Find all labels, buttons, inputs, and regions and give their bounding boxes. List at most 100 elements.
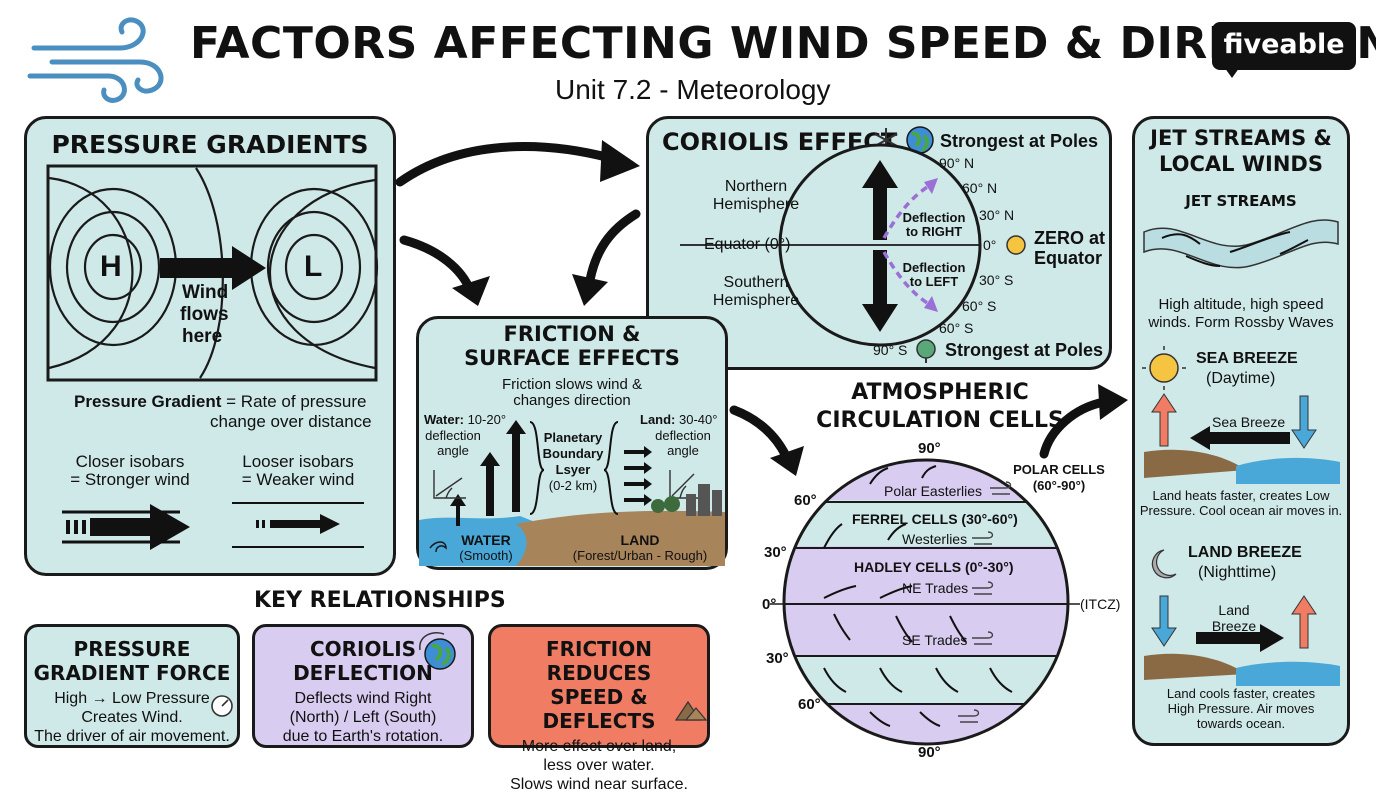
lat-0: 0°: [983, 237, 997, 253]
looser-isobars-line1: Looser isobars: [242, 452, 354, 471]
key-card-pressure-title-1: PRESSURE: [73, 637, 191, 661]
sun-icon: [1006, 235, 1026, 255]
equator-label: Equator (0°): [704, 236, 791, 253]
jet-heading: JET STREAMS: [1185, 192, 1297, 210]
land-deflection-2: deflection: [655, 428, 711, 443]
key-card-pressure-line-3: The driver of air movement.: [34, 728, 230, 745]
closer-isobars-line2: = Stronger wind: [70, 470, 190, 489]
high-pressure-label: H: [100, 250, 122, 283]
jet-text-2: winds. Form Rossby Waves: [1148, 314, 1334, 331]
key-card-coriolis-line-1: Deflects wind Right: [294, 690, 432, 707]
fiveable-logo: fiveable: [1212, 22, 1356, 70]
decor-layer: [27, 17, 164, 103]
pressure-definition: Pressure Gradient = Rate of pressure: [74, 392, 366, 412]
jet-text-1: High altitude, high speed: [1158, 296, 1324, 313]
circulation-title-2: CIRCULATION CELLS: [816, 408, 1064, 433]
deflection-right-2: to RIGHT: [905, 224, 963, 239]
lat-60n: 60° N: [962, 180, 998, 196]
pbl-1: Planetary: [543, 430, 603, 445]
friction-diagram: [419, 420, 725, 566]
hadley-cells: HADLEY CELLS (0°-30°): [854, 559, 1014, 575]
friction-subtitle-2: changes direction: [513, 392, 631, 409]
wind-swirl-icons: [958, 481, 1012, 723]
zero-equator-1: ZERO at: [1034, 228, 1106, 248]
polar-cells-2: (60°-90°): [1032, 478, 1086, 493]
key-card-friction-line-3: Slows wind near surface.: [510, 776, 688, 793]
friction-title-2: SURFACE EFFECTS: [464, 346, 680, 370]
land-breeze-arrow-label-1: Land: [1218, 602, 1250, 618]
land-text-3: towards ocean.: [1196, 716, 1286, 731]
land-deflection-label: Land: 30-40°: [640, 412, 717, 427]
key-card-friction-line-1: More effect over land,: [521, 738, 677, 755]
itcz-label: (ITCZ): [1080, 596, 1121, 612]
zero-equator-2: Equator: [1034, 248, 1103, 268]
strong-wind-arrow: [62, 504, 190, 550]
key-card-pressure: PRESSURE GRADIENT FORCE High → Low Press…: [24, 624, 240, 748]
water-deflection-term: Water:: [424, 412, 464, 427]
sea-text-1: Land heats faster, creates Low: [1152, 488, 1330, 503]
lat-60s-a: 60° S: [962, 298, 997, 314]
friction-subtitle-1: Friction slows wind &: [501, 376, 643, 393]
lat-60s-b: 60° S: [939, 320, 974, 336]
logo-tail: [1222, 64, 1242, 78]
strongest-poles-bottom: Strongest at Poles: [945, 340, 1104, 360]
globe-stand-icon: [916, 339, 936, 363]
sea-breeze-heading: SEA BREEZE: [1196, 350, 1298, 367]
polar-cells-1: POLAR CELLS: [1013, 462, 1105, 477]
southern-hemisphere-2: Hemisphere: [712, 292, 800, 309]
cell-lat-60-top: 60°: [794, 492, 817, 509]
ne-trades: NE Trades: [902, 580, 969, 596]
key-card-pressure-title-2: GRADIENT FORCE: [33, 661, 231, 685]
pressure-panel-title: PRESSURE GRADIENTS: [51, 130, 369, 159]
wind-icon: [27, 17, 164, 103]
circulation-globe: [770, 458, 1080, 746]
key-card-coriolis-line-2: (North) / Left (South): [289, 709, 437, 726]
weak-wind-arrow: [232, 502, 364, 548]
rotating-earth-icon: [419, 632, 456, 670]
land-deflection-3: angle: [667, 443, 699, 458]
lat-90n: 90° N: [939, 155, 975, 171]
sun-icon: [1142, 346, 1186, 390]
sea-breeze-time: (Daytime): [1206, 370, 1276, 387]
strongest-poles-top: Strongest at Poles: [940, 131, 1099, 151]
land-breeze-arrow-label-2: Breeze: [1211, 618, 1257, 634]
jet-stream-diagram: [1142, 219, 1340, 686]
key-card-coriolis-title-1: CORIOLIS: [309, 637, 417, 661]
key-card-friction-title-1: FRICTION REDUCES: [545, 637, 652, 685]
land-deflection-range: 30-40°: [675, 412, 718, 427]
northern-hemisphere-2: Hemisphere: [712, 196, 800, 213]
cell-lat-0: 0°: [762, 596, 777, 613]
wind-flow-label-3: here: [182, 326, 223, 347]
land-text-1: Land cools faster, creates: [1166, 686, 1316, 701]
land-breeze-heading: LAND BREEZE: [1188, 544, 1302, 561]
land-bottom-2: (Forest/Urban - Rough): [572, 548, 708, 563]
land-text-2: High Pressure. Air moves: [1167, 701, 1315, 716]
closer-isobars-line1: Closer isobars: [75, 452, 185, 471]
cell-lat-30-top: 30°: [764, 544, 787, 561]
moon-icon: [1151, 549, 1177, 579]
deflection-left-1: Deflection: [902, 260, 966, 275]
gauge-icon: [211, 695, 233, 717]
sea-text-2: Pressure. Cool ocean air moves in.: [1139, 503, 1343, 518]
sea-breeze-arrow-label: Sea Breeze: [1212, 414, 1286, 430]
deflection-left-2: to LEFT: [909, 274, 959, 289]
land-breeze-time: (Nighttime): [1198, 564, 1277, 581]
water-deflection-3: angle: [437, 443, 469, 458]
pbl-3: Lsyer: [555, 462, 591, 477]
se-trades: SE Trades: [902, 632, 968, 648]
wind-flow-label-2: flows: [180, 304, 229, 325]
circulation-title-1: ATMOSPHERIC: [851, 380, 1029, 405]
mountain-icon: [674, 700, 708, 721]
key-card-coriolis-title-2: DEFLECTION: [293, 661, 433, 685]
jet-title-2: LOCAL WINDS: [1159, 152, 1323, 176]
jet-title-1: JET STREAMS &: [1150, 126, 1332, 150]
coriolis-globe: [680, 126, 1026, 363]
key-card-friction-title-2: SPEED & DEFLECTS: [542, 685, 656, 733]
water-deflection-range: 10-20°: [463, 412, 507, 427]
southern-hemisphere-1: Southern: [723, 274, 789, 291]
pbl-2: Boundary: [542, 446, 604, 461]
westerlies: Westerlies: [902, 531, 968, 547]
wind-flow-label-1: Wind: [182, 282, 229, 303]
cell-lat-90-bottom: 90°: [918, 744, 941, 761]
water-deflection-2: deflection: [425, 428, 481, 443]
